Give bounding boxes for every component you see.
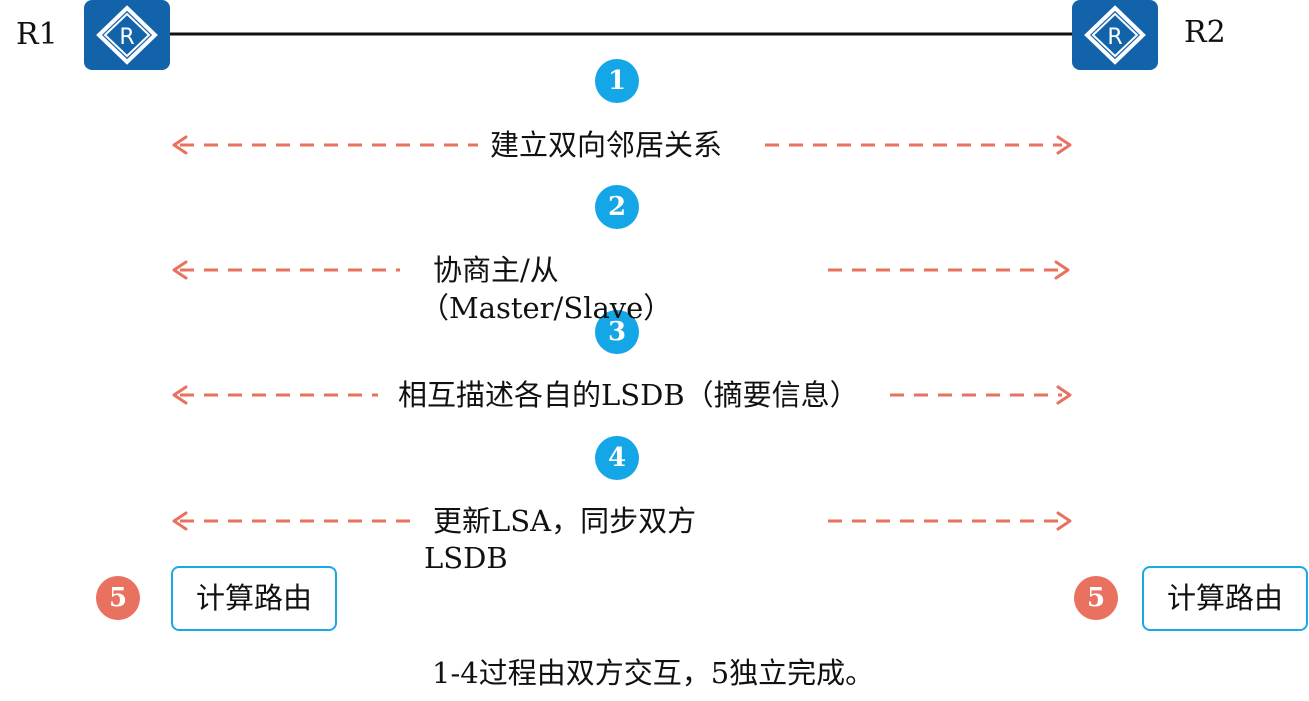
- step-2-badge: 2: [595, 185, 639, 229]
- step-1-text: 建立双向邻居关系: [490, 127, 723, 163]
- arrow-heads: [172, 135, 1072, 531]
- step-1-badge: 1: [595, 59, 639, 103]
- footer-note: 1-4过程由双方交互，5独立完成。: [432, 656, 875, 690]
- compute-route-box-r1: 计算路由: [171, 566, 337, 631]
- compute-route-box-r2: 计算路由: [1142, 566, 1308, 631]
- step-5-badge-r2: 5: [1074, 576, 1118, 620]
- r1-router[interactable]: R: [84, 0, 170, 70]
- svg-text:R: R: [1107, 25, 1122, 50]
- r2-router[interactable]: R: [1072, 0, 1158, 70]
- step-4-badge: 4: [595, 436, 639, 480]
- r2-label: R2: [1184, 15, 1226, 50]
- r1-label: R1: [16, 17, 58, 52]
- step-3-text: 相互描述各自的LSDB（摘要信息）: [398, 377, 859, 413]
- step-4-text-2: LSDB: [424, 540, 508, 576]
- step-2-text-2: （Master/Slave）: [420, 291, 673, 325]
- router-icon: R: [96, 5, 158, 65]
- router-icon: R: [1084, 5, 1146, 65]
- step-3-badge: 3: [595, 310, 639, 354]
- step-5-badge-r1: 5: [96, 576, 140, 620]
- step-2-text: 协商主/从: [433, 253, 559, 287]
- step-4-text: 更新LSA，同步双方: [433, 503, 697, 539]
- svg-text:R: R: [119, 25, 134, 50]
